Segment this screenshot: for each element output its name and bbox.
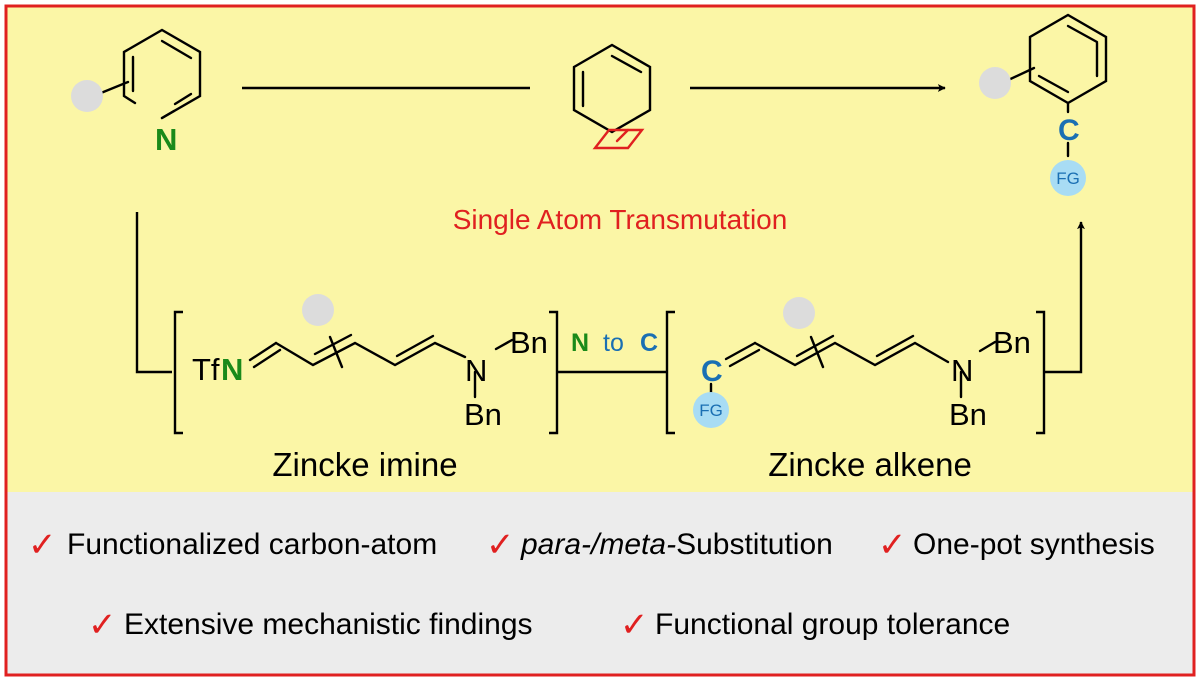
outer-border <box>4 4 1196 677</box>
scheme-background <box>7 7 1193 492</box>
feature-3-text: One-pot synthesis <box>913 528 1155 561</box>
feature-2-check: ✓ <box>486 526 515 564</box>
alkene-fg-circle <box>693 392 729 428</box>
product-arene-structure <box>1002 13 1108 158</box>
product-fg-circle <box>1050 160 1086 196</box>
alkene-substituent-dot <box>783 297 815 329</box>
left-connector <box>135 212 172 374</box>
feature-1-check: ✓ <box>28 526 57 564</box>
feature-2-text: para-/meta-Substitution <box>520 528 833 561</box>
alkene-carbon: C <box>701 355 723 388</box>
pyridine-substituent-dot <box>71 80 103 112</box>
feature-4-text: Extensive mechanistic findings <box>124 608 533 641</box>
alkene-bn-bottom: Bn <box>949 397 987 432</box>
pyridine-nitrogen: N <box>155 122 177 157</box>
imine-bn-bottom: Bn <box>464 397 502 432</box>
scheme-title: Single Atom Transmutation <box>453 204 788 235</box>
feature-2-italic: para-/meta- <box>520 528 676 561</box>
feature-4-check: ✓ <box>88 606 117 644</box>
conversion-word: to <box>603 329 624 357</box>
product-fg-label: FG <box>1056 169 1080 188</box>
imine-bn-right: Bn <box>510 325 548 360</box>
imine-tf: Tf <box>192 352 220 387</box>
zincke-alkene-caption: Zincke alkene <box>768 446 972 483</box>
imine-substituent-dot <box>302 294 334 326</box>
aryne-structure <box>572 43 652 150</box>
imine-amine-nitrogen: N <box>465 353 487 388</box>
feature-5-text: Functional group tolerance <box>655 608 1010 641</box>
feature-5-check: ✓ <box>620 606 649 644</box>
conversion-from: N <box>571 329 589 357</box>
imine-chain <box>248 333 514 399</box>
product-substituent-dot <box>979 67 1011 99</box>
alkene-amine-nitrogen: N <box>951 353 973 388</box>
alkene-fg-label: FG <box>699 401 723 420</box>
conversion-to: C <box>640 329 658 357</box>
zincke-imine-caption: Zincke imine <box>272 446 457 483</box>
feature-3-check: ✓ <box>878 526 907 564</box>
product-carbon: C <box>1058 114 1080 147</box>
right-connector-arrow <box>1044 221 1085 374</box>
features-background <box>7 492 1193 674</box>
alkene-bn-right: Bn <box>993 325 1031 360</box>
imine-nitrogen: N <box>221 352 243 387</box>
alkene-chain <box>709 334 997 400</box>
feature-1-text: Functionalized carbon-atom <box>67 528 437 561</box>
feature-2-rest: Substitution <box>676 528 833 561</box>
